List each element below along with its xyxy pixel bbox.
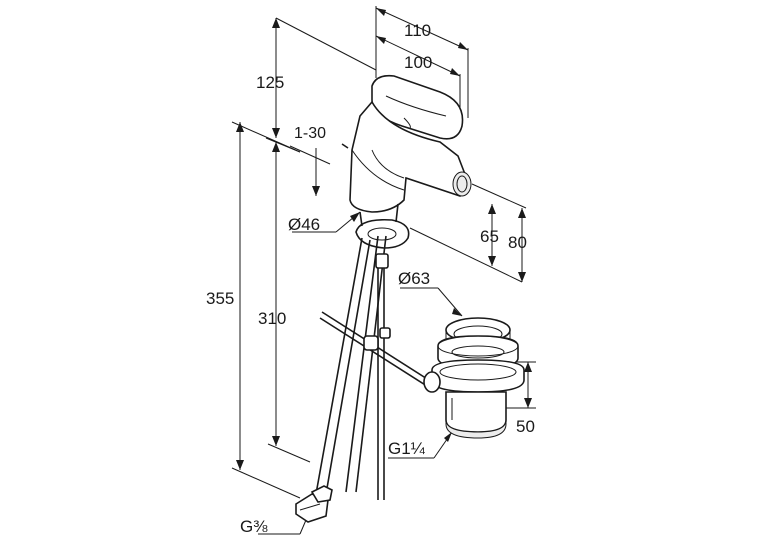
dim-spout-height-b: 80 xyxy=(508,233,527,252)
dim-base-diameter: Ø46 xyxy=(288,215,320,234)
dim-width-inner: 100 xyxy=(404,53,432,72)
tap-body xyxy=(341,74,472,249)
dimension-arrows xyxy=(236,8,532,470)
dim-drain-thread: G1¼ xyxy=(388,439,426,458)
dim-drain-height: 50 xyxy=(516,417,535,436)
dim-hose-thread: G⅜ xyxy=(240,517,268,536)
dim-drain-diameter: Ø63 xyxy=(398,269,430,288)
drain-assembly xyxy=(423,317,525,439)
dim-total-height: 355 xyxy=(206,289,234,308)
dim-height-spout: 125 xyxy=(256,73,284,92)
dim-hose-length: 310 xyxy=(258,309,286,328)
dim-pivot-range: 1-30 xyxy=(294,125,326,142)
dim-width-outer: 110 xyxy=(404,21,431,40)
supply-hoses xyxy=(295,235,433,523)
dim-spout-height-a: 65 xyxy=(480,227,499,246)
dimension-labels: 110 100 125 1-30 Ø46 65 80 Ø63 355 310 5… xyxy=(206,21,535,536)
